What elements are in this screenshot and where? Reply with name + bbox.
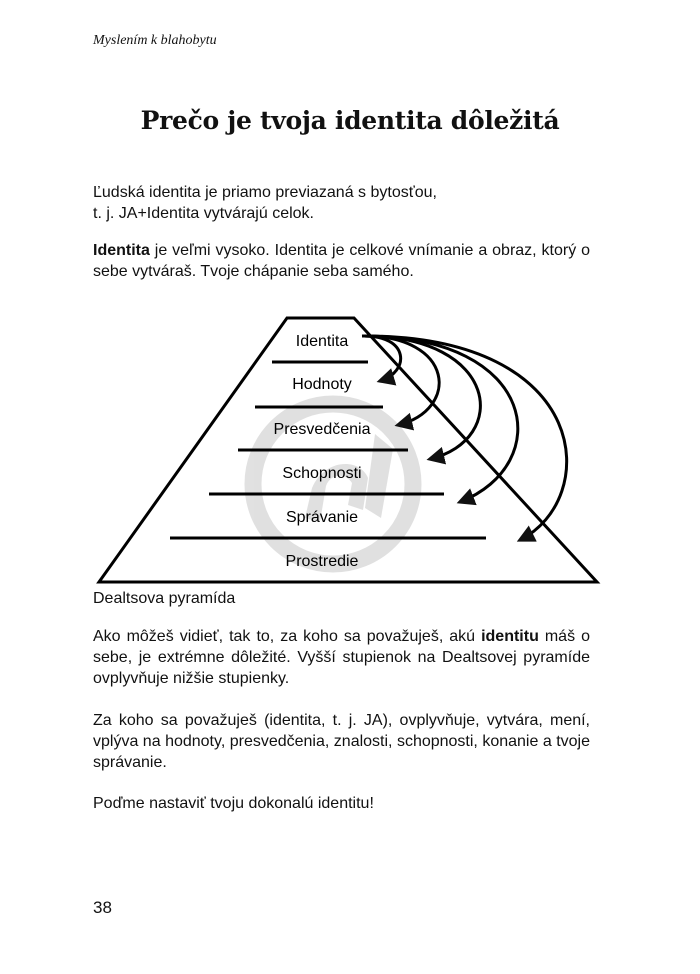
page-number: 38 [93,898,112,917]
arrow-to-prostredie [361,334,569,542]
pyramid-level-schopnosti: Schopnosti [282,465,361,482]
pyramid-level-prostredie: Prostredie [286,553,359,570]
arrow-to-spravanie [361,334,520,506]
pyramid-caption: Dealtsova pyramída [93,590,236,607]
identity-bold: Identita [93,242,150,259]
identity-text: je veľmi vysoko. Identita je celkové vní… [93,242,590,280]
watermark [244,395,422,573]
running-header: Myslením k blahobytu [93,33,217,48]
intro-paragraph: Ľudská identita je priamo previazaná s b… [93,182,590,224]
influence-paragraph: Za koho sa považuješ (identita, t. j. JA… [93,712,590,771]
explanation-text-after: máš o sebe, je extrémne dôležité. Vyšší … [93,628,590,687]
identitu-bold: identitu [481,628,539,645]
pyramid-level-presvedcenia: Presvedčenia [274,421,371,438]
closing-line: Poďme nastaviť tvoju dokonalú identitu! [93,795,374,812]
intro-line-2: t. j. JA+Identita vytvárajú celok. [93,205,314,222]
dealts-pyramid: Identita Hodnoty Presvedčenia Schopnosti… [96,316,601,584]
explanation-text-before: Ako môžeš vidieť, tak to, za koho sa pov… [93,628,482,645]
explanation-paragraph: Ako môžeš vidieť, tak to, za koho sa pov… [93,626,590,689]
intro-line-1: Ľudská identita je priamo previazaná s b… [93,184,437,201]
pyramid-level-identita: Identita [296,333,349,350]
pyramid-level-hodnoty: Hodnoty [292,376,352,393]
arrow-to-hodnoty [361,334,403,386]
identity-paragraph: Identita je veľmi vysoko. Identita je ce… [93,240,590,282]
pyramid-outline [96,316,601,584]
arrow-to-schopnosti [361,334,482,465]
page-title: Prečo je tvoja identita dôležitá [140,106,560,135]
pyramid-level-spravanie: Správanie [286,509,358,526]
